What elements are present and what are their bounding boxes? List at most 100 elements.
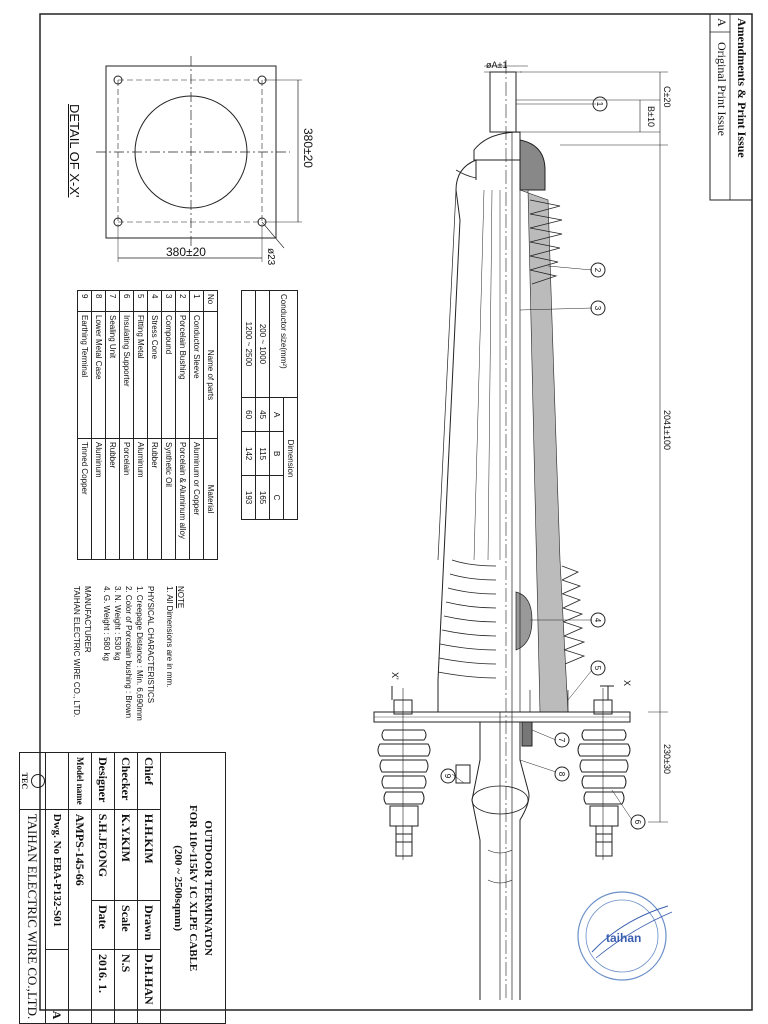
- amendment-text: Original Print Issue: [715, 42, 729, 136]
- balloon-5: 5: [593, 666, 602, 671]
- part-no: 5: [133, 290, 148, 312]
- part-no: 2: [175, 290, 190, 312]
- part-material: Rubber: [147, 438, 162, 560]
- part-no: 7: [105, 290, 120, 312]
- stamp-brand: taihan: [606, 931, 641, 945]
- section-x2-label: X': [390, 672, 400, 680]
- balloon-7: 7: [557, 738, 566, 743]
- part-material: Synthetic Oil: [161, 438, 176, 560]
- dim-row-value: 165: [255, 475, 270, 520]
- notes-title: NOTE: [176, 586, 185, 609]
- detail-dim-vertical: 380±20: [301, 128, 315, 168]
- dim-row-size: 1200 ~ 2500: [241, 290, 256, 398]
- chief-label: Chief: [137, 752, 161, 810]
- company-logo-icon: [31, 773, 45, 788]
- balloon-9: 9: [443, 774, 452, 779]
- designer-label: Designer: [91, 752, 115, 810]
- balloon-3: 3: [593, 306, 602, 311]
- dim-c-label: C±20: [662, 86, 672, 107]
- dim-table-size-header: Conductor size(mm²): [269, 290, 298, 398]
- drawn-value: D.H.HAN: [137, 949, 161, 1024]
- part-material: Porcelain: [119, 438, 134, 560]
- note-line: MANUFACTURER: [83, 586, 92, 653]
- part-name: Sealing Unit: [105, 311, 120, 439]
- parts-header-material: Material: [203, 438, 218, 560]
- dim-table-dim-header: Dimension: [283, 397, 298, 520]
- part-no: 3: [161, 290, 176, 312]
- dim-b-label: B±10: [646, 106, 656, 127]
- dim-col-a: A: [269, 397, 284, 432]
- company-name: TAIHAN ELECTRIC WIRE CO.,LTD.: [19, 809, 46, 1024]
- title-line: (200 ~ 2500sqmm): [172, 845, 185, 932]
- note-line: 4. G. Weight : 580 kg: [102, 586, 111, 662]
- dim-row-value: 60: [241, 397, 256, 432]
- part-name: Fitting Metal: [133, 311, 148, 439]
- dimension-table: Conductor size(mm²) Dimension A B C 200 …: [241, 290, 298, 520]
- dim-row-value: 45: [255, 397, 270, 432]
- amendment-rev: A: [715, 18, 729, 27]
- part-name: Stress Cone: [147, 311, 162, 439]
- part-no: 4: [147, 290, 162, 312]
- dwg-value: EBA-P132-S01: [51, 856, 63, 928]
- amendments-block: Amendments & Print Issue A Original Prin…: [715, 18, 752, 198]
- date-label: Date: [91, 900, 115, 950]
- dim-row-value: 142: [241, 431, 256, 476]
- scale-value: N.S: [114, 949, 138, 1024]
- title-block: OUTDOOR TERMINATON FOR 110~115kV 1C XLPE…: [19, 752, 226, 1024]
- note-line: 2. Color of Porcelain bushing : Brown: [124, 586, 133, 719]
- part-material: Porcelain & Aluminum alloy: [175, 438, 190, 560]
- checker-label: Checker: [114, 752, 138, 810]
- detail-title: DETAIL OF X-X': [67, 104, 82, 198]
- part-name: Porcelain Bushing: [175, 311, 190, 439]
- part-no: 8: [91, 290, 106, 312]
- model-label: Model name: [68, 752, 92, 810]
- dim-a-label: øA±1: [486, 60, 507, 70]
- dwg-label: Dwg. No: [51, 813, 63, 855]
- part-no: 9: [77, 290, 92, 312]
- date-value: 2016. 1.: [91, 949, 115, 1024]
- model-value: AMPS-145-66: [68, 809, 92, 1024]
- scale-label: Scale: [114, 900, 138, 950]
- drawing-title: OUTDOOR TERMINATON FOR 110~115kV 1C XLPE…: [160, 752, 226, 1024]
- dim-row-size: 200 ~ 1000: [255, 290, 270, 398]
- part-material: Aluminum or Copper: [189, 438, 204, 560]
- parts-header-no: No: [203, 290, 218, 312]
- note-line: TAIHAN ELECTRIC WIRE CO., LTD.: [72, 586, 81, 718]
- note-line: 1. Creepage Distance : Min. 6,690mm: [135, 586, 144, 721]
- designer-value: S.H.JEONG: [91, 809, 115, 901]
- part-name: Compound: [161, 311, 176, 439]
- detail-dim-horizontal: 380±20: [166, 245, 206, 259]
- part-name: Insulating Supporter: [119, 311, 134, 439]
- note-line: 1. All Dimensions are in mm.: [165, 586, 174, 688]
- part-no: 6: [119, 290, 134, 312]
- part-material: Aluminum: [133, 438, 148, 560]
- note-line: 3. N. Weight : 530 kg: [113, 586, 122, 661]
- detail-dim-hole: ø23: [265, 248, 276, 266]
- part-material: Tinned Copper: [77, 438, 92, 560]
- part-material: Rubber: [105, 438, 120, 560]
- balloon-1: 1: [595, 102, 604, 107]
- balloon-8: 8: [557, 772, 566, 777]
- dim-col-c: C: [269, 475, 284, 520]
- title-line: FOR 110~115kV 1C XLPE CABLE: [187, 804, 200, 972]
- dim-row-value: 115: [255, 431, 270, 476]
- checker-value: K.Y.KIM: [114, 809, 138, 901]
- title-line: OUTDOOR TERMINATON: [202, 820, 215, 956]
- balloon-4: 4: [593, 618, 602, 623]
- dim-base-label: 230±30: [662, 744, 672, 774]
- part-name: Lower Metal Case: [91, 311, 106, 439]
- part-material: Aluminum: [91, 438, 106, 560]
- part-no: 1: [189, 290, 204, 312]
- dim-row-value: 193: [241, 475, 256, 520]
- part-name: Earthing Terminal: [77, 311, 92, 439]
- balloon-2: 2: [593, 268, 602, 273]
